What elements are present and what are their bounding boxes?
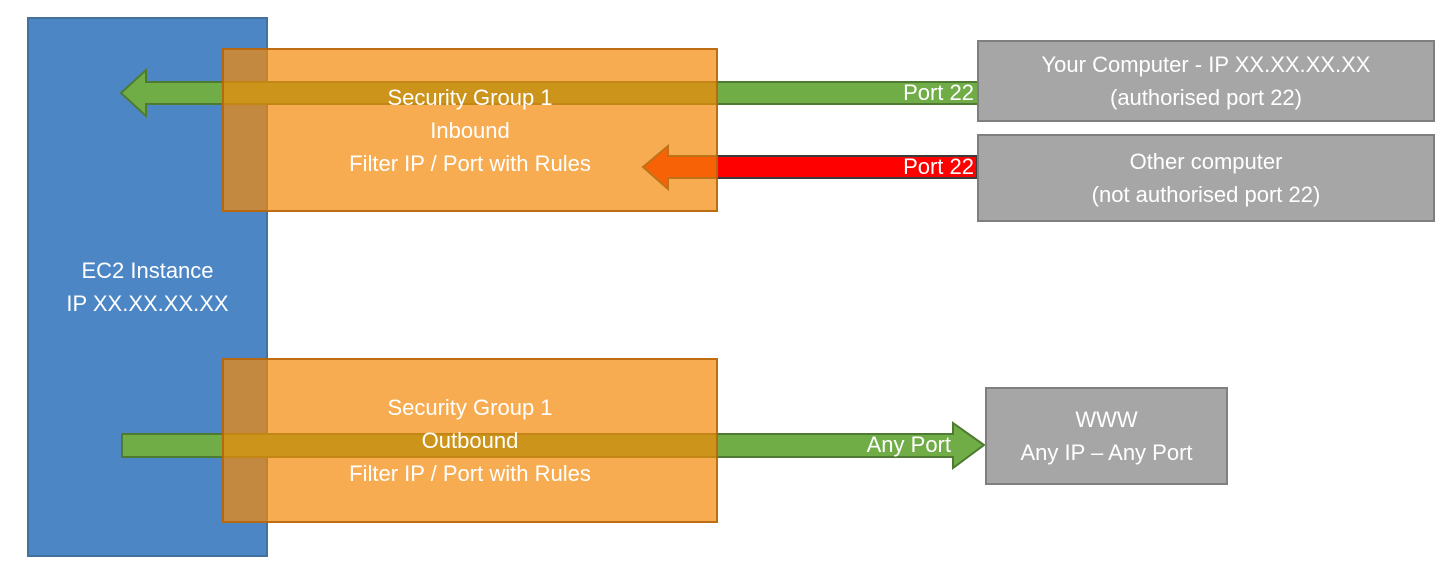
ec2-instance-title: EC2 Instance [81,258,214,283]
ec2-instance-ip: IP XX.XX.XX.XX [66,291,229,316]
your-computer-title: Your Computer - IP XX.XX.XX.XX [1041,52,1371,77]
inbound-blocked-port-label: Port 22 [903,154,974,179]
www-note: Any IP – Any Port [1020,440,1193,465]
sg-outbound-direction: Outbound [421,428,519,453]
your-computer-note: (authorised port 22) [1110,85,1302,110]
security-group-outbound-box: Security Group 1 Outbound Filter IP / Po… [222,358,718,523]
sg-inbound-rule: Filter IP / Port with Rules [349,150,591,176]
other-computer-title: Other computer [1129,149,1283,174]
other-computer-note: (not authorised port 22) [1091,182,1321,207]
sg-inbound-direction: Inbound [430,117,510,143]
sg-outbound-title: Security Group 1 [387,395,553,420]
www-box: WWW Any IP – Any Port [985,387,1228,485]
outbound-port-label: Any Port [866,432,951,457]
sg-outbound-rule: Filter IP / Port with Rules [349,461,591,486]
sg-inbound-title: Security Group 1 [387,84,553,110]
other-computer-box: Other computer (not authorised port 22) [977,134,1435,222]
www-title: WWW [1075,407,1138,432]
security-group-inbound-box: Security Group 1 Inbound Filter IP / Por… [222,48,718,212]
your-computer-box: Your Computer - IP XX.XX.XX.XX (authoris… [977,40,1435,122]
inbound-allowed-port-label: Port 22 [903,80,974,105]
